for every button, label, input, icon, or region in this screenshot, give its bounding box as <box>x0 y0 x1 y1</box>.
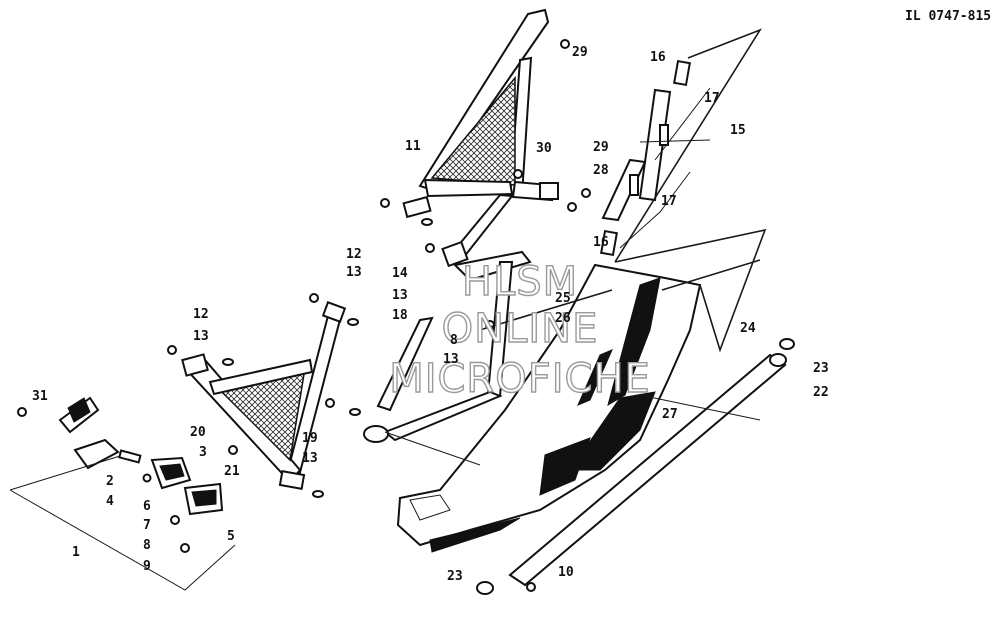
fasteners <box>167 39 591 592</box>
callout-16-b: 16 <box>593 235 609 250</box>
trim-strip-assembly <box>600 59 691 257</box>
callout-7: 7 <box>143 518 151 533</box>
long-tube <box>476 338 795 595</box>
lower-frame-arm <box>181 301 347 490</box>
callout-31: 31 <box>32 389 48 404</box>
tube-frame <box>363 250 532 443</box>
callout-9: 9 <box>143 559 151 574</box>
callout-30: 30 <box>536 141 552 156</box>
callout-13-b: 13 <box>193 329 209 344</box>
callout-29-a: 29 <box>572 45 588 60</box>
callout-28: 28 <box>593 163 609 178</box>
watermark-line3: MICROFICHE <box>389 356 651 402</box>
callout-19: 19 <box>302 431 318 446</box>
callout-15: 15 <box>730 123 746 138</box>
watermark-line1: HLSM <box>462 259 578 305</box>
watermark: HLSM ONLINE MICROFICHE <box>388 258 651 402</box>
callout-23-b: 23 <box>447 569 463 584</box>
callout-20: 20 <box>190 425 206 440</box>
callout-8-b: 8 <box>450 333 458 348</box>
callout-8: 8 <box>143 538 151 553</box>
callout-13-d: 13 <box>443 352 459 367</box>
callout-29-b: 29 <box>593 140 609 155</box>
callout-3: 3 <box>199 445 207 460</box>
callout-17-a: 17 <box>704 91 720 106</box>
callout-6: 6 <box>143 499 151 514</box>
callout-13-a: 13 <box>346 265 362 280</box>
callout-25: 25 <box>555 291 571 306</box>
upper-frame-arm <box>402 8 559 268</box>
callout-26: 26 <box>555 311 571 326</box>
watermark-line2: ONLINE <box>442 306 599 352</box>
callout-14: 14 <box>392 266 408 281</box>
callout-27: 27 <box>662 407 678 422</box>
callout-2: 2 <box>106 474 114 489</box>
callout-10: 10 <box>558 565 574 580</box>
callout-4: 4 <box>106 494 114 509</box>
callout-24: 24 <box>740 321 756 336</box>
callout-12-b: 12 <box>193 307 209 322</box>
callout-23-a: 23 <box>813 361 829 376</box>
side-panel <box>396 263 702 553</box>
callout-18: 18 <box>392 308 408 323</box>
callout-22: 22 <box>813 385 829 400</box>
leader-lines <box>9 28 767 591</box>
callout-11: 11 <box>405 139 421 154</box>
callout-21: 21 <box>224 464 240 479</box>
callout-13-c: 13 <box>392 288 408 303</box>
callout-labels: 1 2 3 4 5 6 7 8 9 10 11 12 13 12 13 14 1… <box>32 45 829 584</box>
callout-5: 5 <box>227 529 235 544</box>
callout-12-a: 12 <box>346 247 362 262</box>
callout-13-e: 13 <box>302 451 318 466</box>
illustration-code: IL 0747-815 <box>905 9 991 24</box>
callout-16-a: 16 <box>650 50 666 65</box>
bracket-assembly <box>17 396 224 553</box>
callout-17-b: 17 <box>661 194 677 209</box>
callout-1: 1 <box>72 545 80 560</box>
